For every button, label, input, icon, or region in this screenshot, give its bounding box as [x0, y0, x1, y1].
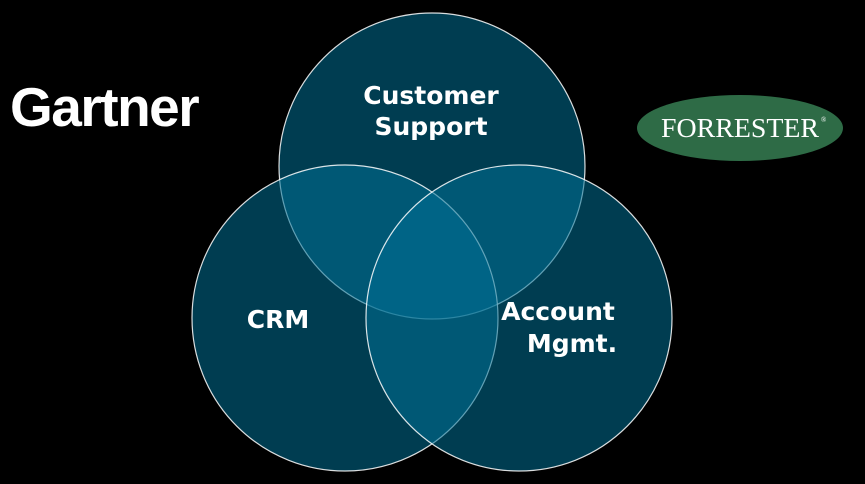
label-crm: CRM	[247, 305, 309, 334]
label-customer-support-line2: Support	[374, 112, 487, 141]
label-customer-support-line1: Customer	[363, 81, 499, 110]
label-account-mgmt-line2: Mgmt.	[527, 329, 617, 358]
label-account-mgmt-line1: Account	[501, 297, 615, 326]
forrester-wordmark: FORRESTER	[661, 113, 819, 143]
forrester-logo: FORRESTER ®	[637, 95, 843, 161]
forrester-badge	[637, 95, 843, 161]
forrester-registered-mark: ®	[821, 116, 827, 124]
circle-account-mgmt	[365, 164, 673, 472]
gartner-logo: Gartner	[10, 76, 200, 138]
